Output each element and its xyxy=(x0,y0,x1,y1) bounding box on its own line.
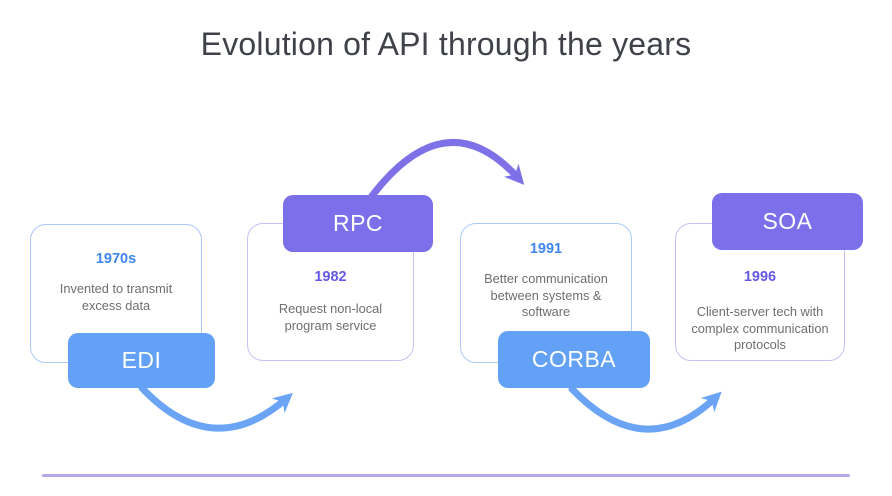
arrow-edi-to-rpc xyxy=(138,384,293,432)
milestone-label: RPC xyxy=(332,210,384,236)
milestone-description: Request non-local program service xyxy=(278,301,383,333)
milestone-label: CORBA xyxy=(531,346,617,372)
milestone-description: Better communication between systems & s… xyxy=(484,271,608,319)
milestone-description: Invented to transmit excess data xyxy=(59,281,173,313)
milestone-badge-soa: SOA xyxy=(712,193,863,250)
milestone-year: 1991 xyxy=(529,241,563,257)
milestone-badge-edi: EDI xyxy=(68,333,215,388)
timeline-baseline-divider xyxy=(42,474,850,477)
milestone-year: 1970s xyxy=(95,251,137,267)
page-title: Evolution of API through the years xyxy=(200,26,692,62)
milestone-year: 1996 xyxy=(743,269,777,285)
milestone-label: SOA xyxy=(762,208,813,234)
milestone-badge-corba: CORBA xyxy=(498,331,650,388)
milestone-year: 1982 xyxy=(314,269,347,285)
milestone-description: Client-server tech with complex communic… xyxy=(691,304,829,352)
arrow-corba-to-soa xyxy=(568,385,722,433)
milestone-badge-rpc: RPC xyxy=(283,195,433,252)
arrow-rpc-to-corba xyxy=(362,139,525,208)
milestone-label: EDI xyxy=(121,347,162,373)
